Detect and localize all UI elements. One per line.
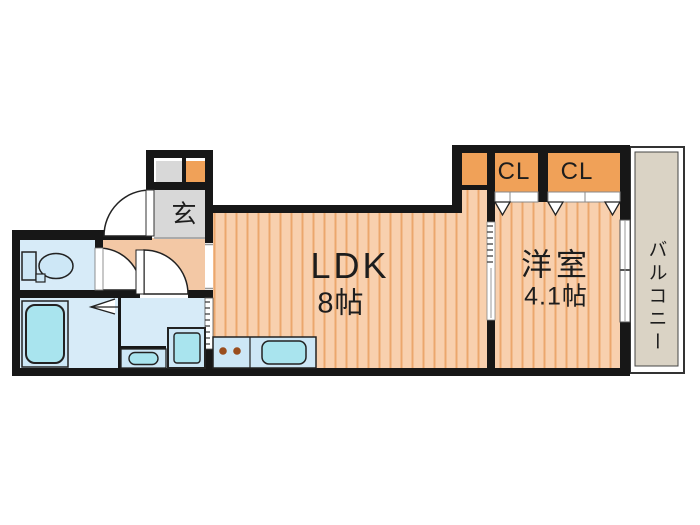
wall-ldk-west-low — [205, 349, 213, 370]
closet-right-doors — [546, 191, 622, 217]
washroom-wall-hatch — [204, 297, 214, 350]
entrance-cubby-gray — [156, 161, 182, 182]
wall-left-block-top — [12, 230, 152, 240]
western-room-floor — [495, 202, 620, 368]
stove-burner-1 — [219, 347, 227, 355]
entrance-label: 玄 — [171, 200, 197, 229]
wall-entrance-cubby-bottom — [150, 182, 213, 190]
wall-entrance-top — [146, 150, 213, 158]
bathtub — [25, 304, 65, 364]
washer-drum — [173, 332, 201, 364]
wall-entrance-left — [146, 150, 154, 190]
room-label-western-room: 洋室 — [521, 247, 591, 283]
kitchen-sink — [261, 340, 307, 365]
closet-right-door-strip — [547, 191, 621, 203]
genkan-step-line — [154, 237, 205, 239]
hatch-band — [204, 297, 214, 350]
wall-ldk-west — [205, 150, 213, 243]
balcony-label: バルコニー — [645, 239, 667, 355]
wall-right-upper — [620, 153, 630, 220]
wall-bath-divider — [118, 298, 121, 368]
balcony-floor — [634, 151, 679, 367]
closet-left-area — [495, 153, 538, 192]
closet-right-area — [548, 153, 620, 192]
front-door-arc — [103, 189, 151, 237]
sliding-door-ticks — [487, 225, 493, 263]
toilet-handle — [35, 273, 46, 283]
wall-sink-counter-top — [121, 346, 166, 349]
ldk-cabinet — [462, 153, 487, 185]
bathtub-fixture — [21, 300, 69, 368]
toilet-fixture — [21, 251, 74, 283]
room-label-ldk: LDK — [310, 245, 390, 286]
washroom-door-arc — [143, 249, 189, 295]
toilet-tank — [21, 251, 37, 281]
closet-left-pivot-mark — [493, 201, 512, 217]
wall-top-right — [452, 145, 630, 153]
toilet-door-leaf — [94, 247, 104, 291]
wall-toilet-east-stub — [95, 240, 103, 248]
ldk-opening-gap — [205, 243, 213, 290]
entrance-cubby-orange — [186, 161, 206, 182]
washing-machine-fixture — [167, 327, 206, 369]
closet-right-pivot-mark-2 — [603, 201, 622, 217]
closet-right-pivot-mark-1 — [546, 201, 565, 217]
wall-cabinet-bottom — [462, 185, 487, 190]
kitchen-counter — [212, 336, 317, 369]
sliding-door — [486, 221, 496, 321]
front-door-leaf — [145, 189, 155, 237]
wall-partition-bottom — [487, 320, 495, 368]
sink-bowl — [128, 351, 159, 366]
wall-left — [12, 230, 20, 376]
toilet-bowl — [38, 252, 74, 280]
bathroom-folding-door — [88, 298, 118, 315]
wall-closet-divider — [538, 153, 548, 202]
closet-right-label: CL — [560, 158, 594, 185]
room-size-ldk: 8帖 — [317, 287, 365, 320]
wall-hall-south-right — [188, 290, 213, 298]
wall-partition-top — [487, 145, 495, 222]
entrance-genkan-floor — [154, 190, 205, 238]
ldk-floor-extension — [462, 190, 487, 213]
wall-step — [452, 145, 462, 213]
balcony-window — [619, 219, 631, 323]
closet-left-label: CL — [497, 158, 531, 185]
washroom-sink-fixture — [120, 348, 167, 369]
wall-bottom — [12, 368, 630, 376]
room-size-western-room: 4.1帖 — [524, 282, 588, 311]
closet-left-doors — [493, 191, 539, 217]
wall-hall-south-left — [12, 290, 140, 298]
closet-left-door-strip — [494, 191, 539, 203]
wall-right-lower — [620, 322, 630, 368]
washroom-door-leaf — [135, 249, 145, 295]
ldk-opening — [205, 243, 213, 290]
wall-cubby-divider — [182, 158, 186, 184]
stove-burner-2 — [233, 347, 241, 355]
wall-ldk-top — [205, 205, 462, 213]
